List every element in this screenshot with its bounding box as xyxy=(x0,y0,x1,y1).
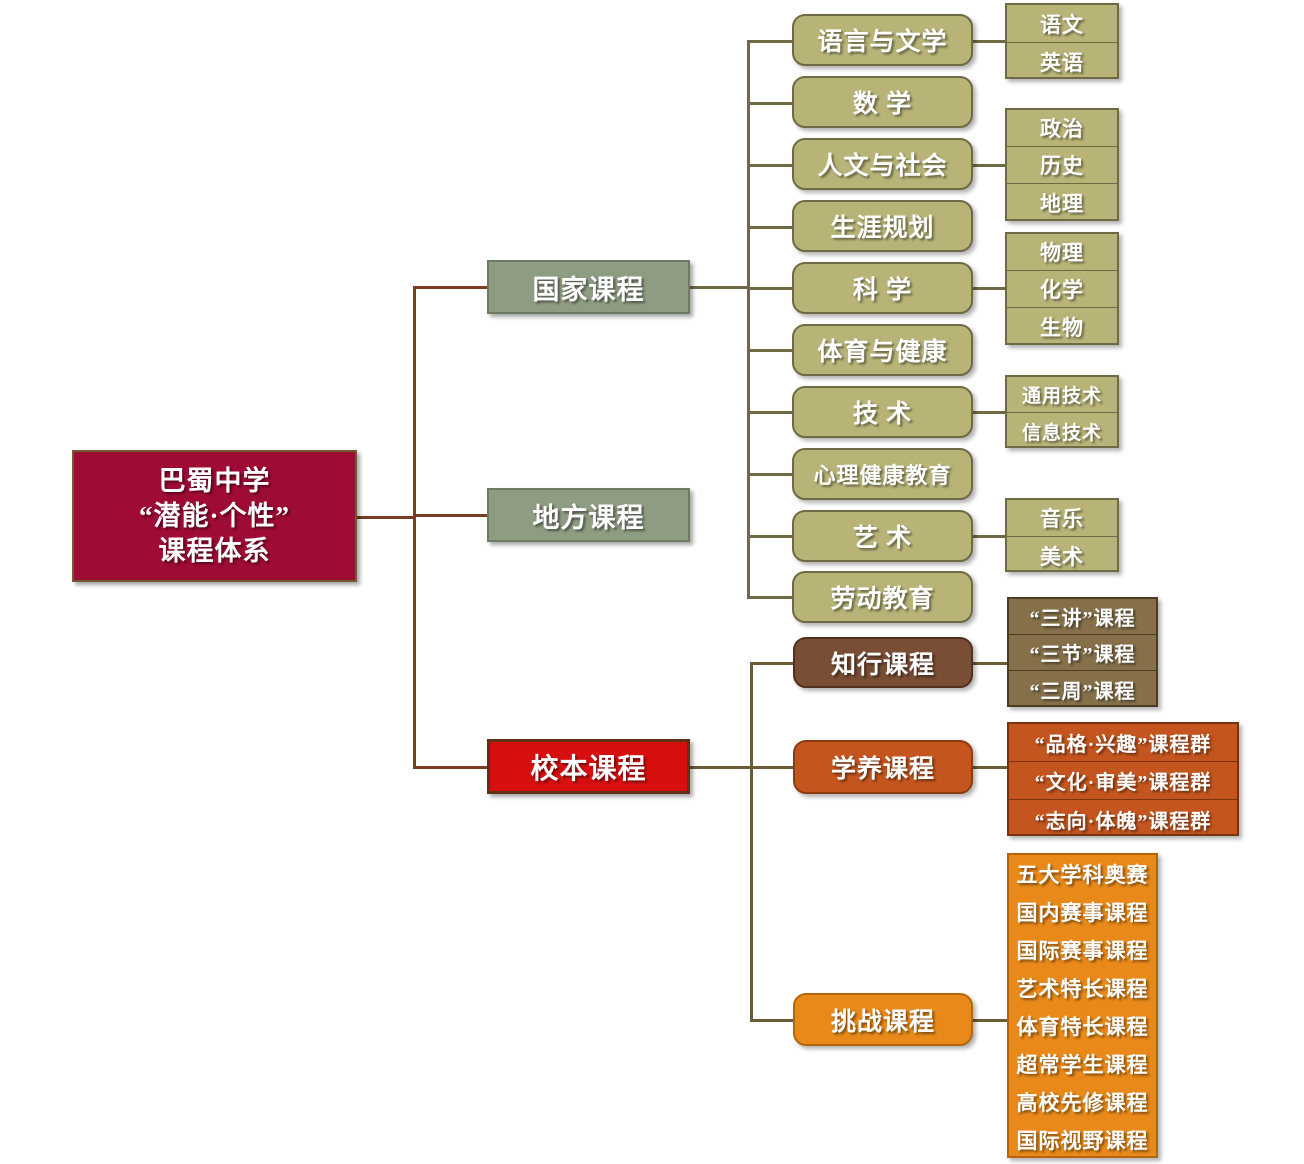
school-category-label-1: 学养课程 xyxy=(830,756,935,783)
branch-node-national[interactable]: 国家课程 xyxy=(487,260,690,314)
connector-cat-2 xyxy=(747,164,793,167)
connector-leaf-zhixing xyxy=(972,662,1008,665)
leaf-item[interactable]: 历史 xyxy=(1007,147,1117,184)
connector-national-stem xyxy=(690,286,750,289)
connector-cat-5 xyxy=(747,349,793,352)
leaf-item[interactable]: 通用技术 xyxy=(1007,377,1117,413)
branch-node-school[interactable]: 校本课程 xyxy=(487,739,690,794)
connector-to-local xyxy=(413,514,487,517)
leaf-stack-language: 语文 英语 xyxy=(1005,3,1119,79)
leaf-item[interactable]: 国内赛事课程 xyxy=(1016,901,1149,925)
connector-school-cat-1 xyxy=(750,766,794,769)
leaf-item[interactable]: 艺术特长课程 xyxy=(1016,977,1149,1001)
category-node-5[interactable]: 体育与健康 xyxy=(792,324,973,376)
connector-school-cat-2 xyxy=(750,1019,794,1022)
branch-node-local[interactable]: 地方课程 xyxy=(487,488,690,542)
root-node[interactable]: 巴蜀中学 “潜能·个性” 课程体系 xyxy=(72,450,357,582)
leaf-item[interactable]: 物理 xyxy=(1007,234,1117,271)
connector-school-cat-0 xyxy=(750,662,794,665)
school-category-label-2: 挑战课程 xyxy=(830,1008,935,1036)
leaf-item[interactable]: 国际视野课程 xyxy=(1016,1129,1149,1153)
category-label-1: 数 学 xyxy=(852,91,913,118)
category-node-8[interactable]: 艺 术 xyxy=(792,510,973,562)
school-category-node-0[interactable]: 知行课程 xyxy=(793,637,973,688)
category-label-4: 科 学 xyxy=(852,277,913,304)
leaf-stack-art: 音乐 美术 xyxy=(1005,498,1119,572)
branch-label-local: 地方课程 xyxy=(532,502,645,533)
leaf-stack-zhixing: “三讲”课程 “三节”课程 “三周”课程 xyxy=(1007,597,1158,707)
leaf-item[interactable]: “三讲”课程 xyxy=(1009,599,1156,635)
leaf-item[interactable]: 体育特长课程 xyxy=(1016,1015,1149,1039)
leaf-item[interactable]: “品格·兴趣”课程群 xyxy=(1009,724,1237,762)
leaf-item[interactable]: 美术 xyxy=(1040,544,1084,569)
leaf-item[interactable]: 五大学科奥赛 xyxy=(1016,863,1149,887)
leaf-item[interactable]: “文化·审美”课程群 xyxy=(1009,762,1237,800)
connector-school-bus xyxy=(750,662,753,1022)
category-node-4[interactable]: 科 学 xyxy=(792,262,973,314)
category-node-3[interactable]: 生涯规划 xyxy=(792,200,973,252)
connector-cat-7 xyxy=(747,473,793,476)
leaf-item[interactable]: 化学 xyxy=(1007,271,1117,308)
connector-cat-6 xyxy=(747,411,793,414)
leaf-item[interactable]: “三周”课程 xyxy=(1029,680,1136,703)
leaf-item[interactable]: 音乐 xyxy=(1007,500,1117,537)
connector-cat-0 xyxy=(747,40,793,43)
school-category-node-2[interactable]: 挑战课程 xyxy=(793,993,973,1046)
connector-school-stem xyxy=(690,766,752,769)
leaf-item[interactable]: “志向·体魄”课程群 xyxy=(1034,810,1212,833)
connector-leaf-tiaozhan xyxy=(972,1019,1008,1022)
connector-cat-8 xyxy=(747,535,793,538)
leaf-item[interactable]: 语文 xyxy=(1007,5,1117,43)
category-label-9: 劳动教育 xyxy=(830,586,935,613)
leaf-stack-technology: 通用技术 信息技术 xyxy=(1005,375,1119,448)
connector-leaf-xueyang xyxy=(972,766,1008,769)
school-category-node-1[interactable]: 学养课程 xyxy=(793,740,973,794)
connector-cat-1 xyxy=(747,102,793,105)
connector-root-stem xyxy=(357,516,415,519)
leaf-item[interactable]: 地理 xyxy=(1040,191,1084,216)
leaf-stack-humanities: 政治 历史 地理 xyxy=(1005,108,1119,221)
leaf-item[interactable]: 生物 xyxy=(1040,315,1084,340)
branch-label-national: 国家课程 xyxy=(532,274,645,305)
connector-cat-3 xyxy=(747,226,793,229)
connector-to-national xyxy=(413,286,487,289)
connector-leaf-science xyxy=(972,287,1005,290)
category-node-1[interactable]: 数 学 xyxy=(792,76,973,128)
category-label-2: 人文与社会 xyxy=(817,153,948,180)
leaf-item[interactable]: “三节”课程 xyxy=(1009,635,1156,671)
category-node-6[interactable]: 技 术 xyxy=(792,386,973,438)
category-node-0[interactable]: 语言与文学 xyxy=(792,14,973,66)
leaf-item[interactable]: 政治 xyxy=(1007,110,1117,147)
leaf-item[interactable]: 高校先修课程 xyxy=(1016,1091,1149,1115)
connector-leaf-yuwen xyxy=(972,40,1005,43)
connector-leaf-humanities xyxy=(972,164,1005,167)
category-label-3: 生涯规划 xyxy=(830,215,935,242)
category-node-7[interactable]: 心理健康教育 xyxy=(792,448,973,500)
connector-cat-4 xyxy=(747,287,793,290)
category-label-0: 语言与文学 xyxy=(817,29,948,56)
leaf-item[interactable]: 信息技术 xyxy=(1021,422,1102,444)
leaf-item[interactable]: 国际赛事课程 xyxy=(1016,939,1149,963)
connector-cat-9 xyxy=(747,596,793,599)
connector-to-school xyxy=(413,766,487,769)
category-node-9[interactable]: 劳动教育 xyxy=(792,571,973,623)
connector-leaf-art xyxy=(972,535,1005,538)
branch-label-school: 校本课程 xyxy=(530,753,647,785)
leaf-stack-science: 物理 化学 生物 xyxy=(1005,232,1119,345)
school-category-label-0: 知行课程 xyxy=(830,651,935,679)
connector-leaf-tech xyxy=(972,411,1005,414)
category-label-6: 技 术 xyxy=(852,401,913,428)
leaf-item[interactable]: 超常学生课程 xyxy=(1016,1053,1149,1077)
root-node-label: 巴蜀中学 “潜能·个性” 课程体系 xyxy=(138,465,290,566)
leaf-item[interactable]: 英语 xyxy=(1040,51,1084,75)
connector-main-trunk xyxy=(413,286,416,769)
leaf-stack-xueyang: “品格·兴趣”课程群 “文化·审美”课程群 “志向·体魄”课程群 xyxy=(1007,722,1239,836)
category-node-2[interactable]: 人文与社会 xyxy=(792,138,973,190)
category-label-7: 心理健康教育 xyxy=(813,463,952,488)
connector-national-bus xyxy=(747,40,750,597)
leaf-stack-tiaozhan: 五大学科奥赛 国内赛事课程 国际赛事课程 艺术特长课程 体育特长课程 超常学生课… xyxy=(1007,853,1158,1158)
category-label-8: 艺 术 xyxy=(852,525,913,552)
category-label-5: 体育与健康 xyxy=(817,339,948,366)
